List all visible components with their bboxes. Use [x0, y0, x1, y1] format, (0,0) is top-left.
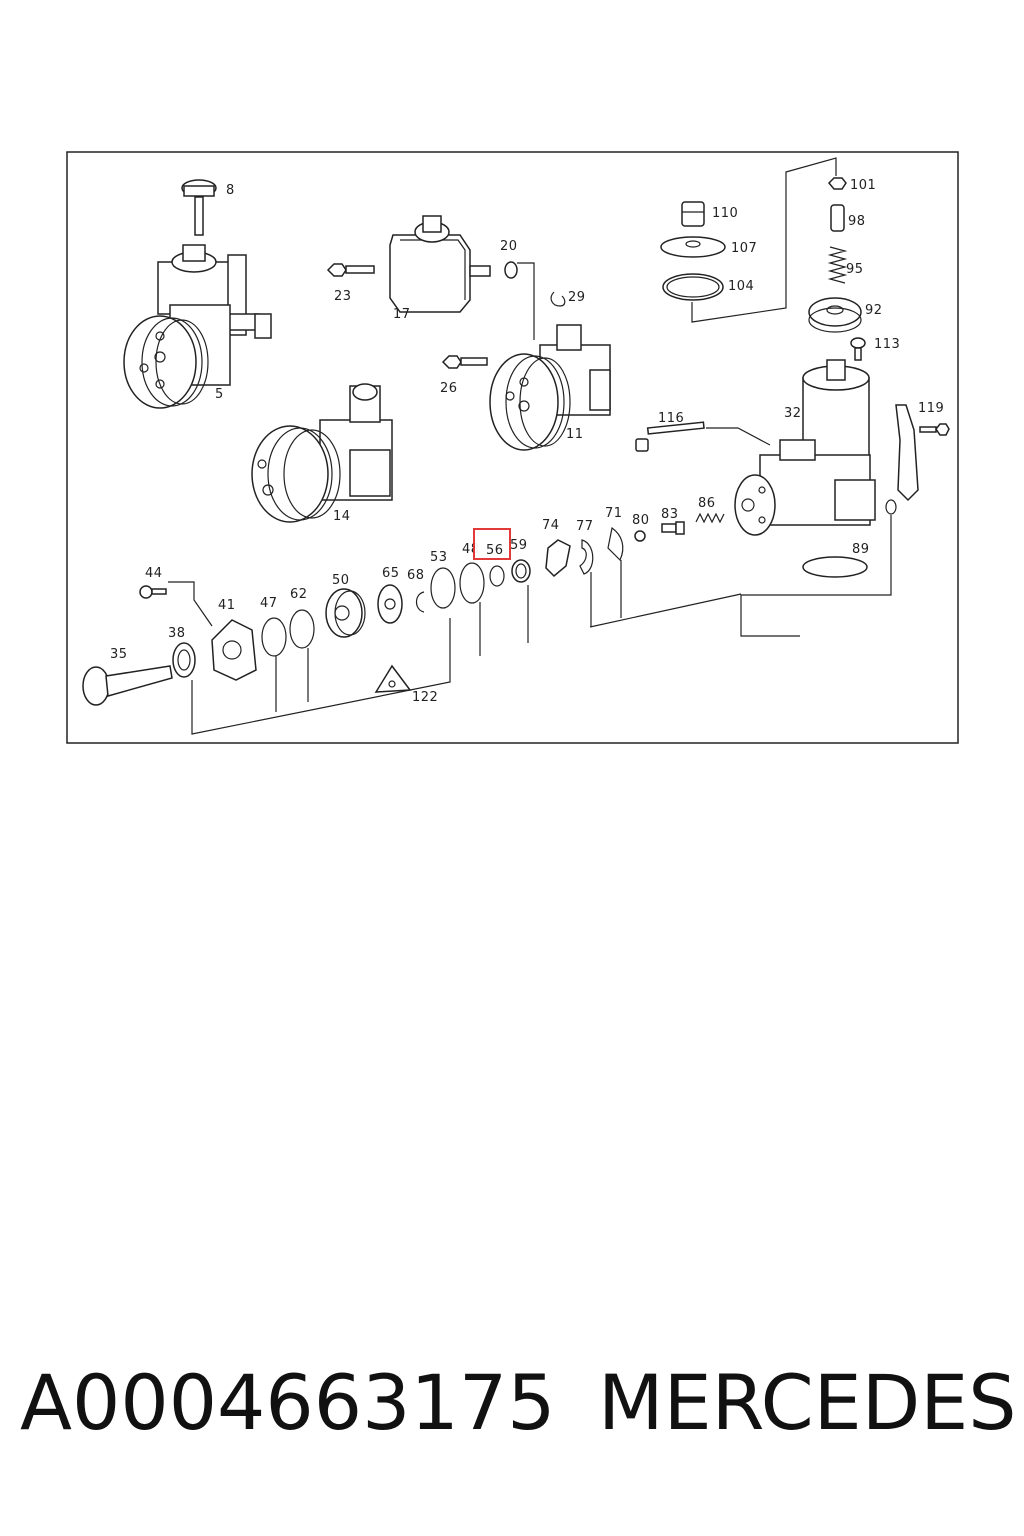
label-29: 29: [568, 290, 586, 305]
label-98: 98: [848, 214, 866, 229]
clip-77: [579, 539, 594, 575]
bolt-23: [326, 263, 375, 277]
label-74: 74: [542, 518, 560, 533]
label-14: 14: [333, 509, 351, 524]
label-95: 95: [846, 262, 864, 277]
pulley-92: [808, 297, 862, 333]
shaft-35: [82, 665, 173, 706]
label-5: 5: [215, 387, 224, 402]
spring-86: [695, 512, 725, 524]
pump-14: [251, 383, 393, 523]
label-104: 104: [728, 279, 754, 294]
label-59: 59: [510, 538, 528, 553]
label-110: 110: [712, 206, 738, 221]
bushing-59: [511, 559, 531, 583]
label-32: 32: [784, 406, 802, 421]
filter-98: [830, 204, 845, 232]
label-119: 119: [918, 401, 944, 416]
flange-41: [211, 619, 257, 681]
rotor-50: [325, 588, 366, 638]
label-71: 71: [605, 506, 623, 521]
clip-29: [550, 291, 566, 307]
label-56: 56: [486, 543, 504, 558]
cover-122: [374, 664, 412, 693]
label-44: 44: [145, 566, 163, 581]
label-38: 38: [168, 626, 186, 641]
label-77: 77: [576, 519, 594, 534]
seal-ring-47: [261, 617, 287, 657]
seal-ring-56: [489, 565, 505, 587]
vane-65: [377, 584, 403, 624]
label-116: 116: [658, 411, 684, 426]
label-65: 65: [382, 566, 400, 581]
label-83: 83: [661, 507, 679, 522]
seal-ring-53: [430, 567, 456, 609]
label-89: 89: [852, 542, 870, 557]
bolt-44: [139, 585, 167, 599]
label-17: 17: [393, 307, 411, 322]
bolt-119: [919, 423, 950, 436]
bolt-116: [635, 421, 705, 452]
label-26: 26: [440, 381, 458, 396]
label-107: 107: [731, 241, 757, 256]
label-47: 47: [260, 596, 278, 611]
cap-nut-110: [681, 201, 705, 227]
seal-ring-62: [289, 609, 315, 649]
plate-74: [545, 539, 571, 578]
washer-20: [504, 261, 518, 279]
label-11: 11: [566, 427, 584, 442]
label-53: 53: [430, 550, 448, 565]
seal-38: [172, 642, 196, 678]
nut-101: [827, 177, 847, 190]
gasket-104: [662, 273, 724, 301]
label-68: 68: [407, 568, 425, 583]
spring-95: [827, 246, 848, 284]
label-92: 92: [865, 303, 883, 318]
pump-32: [734, 359, 876, 536]
clip-71: [607, 526, 624, 562]
bolt-113: [850, 337, 866, 361]
bracket-119: [895, 404, 919, 502]
diagram-frame: [66, 151, 959, 744]
label-41: 41: [218, 598, 236, 613]
reservoir-17: [389, 215, 491, 313]
seal-ring-89: [802, 556, 868, 578]
brand-name: MERCEDES: [598, 1358, 1017, 1447]
seal-ring-89-small: [885, 499, 897, 515]
bolt-26: [441, 355, 488, 369]
seal-ring-48: [459, 562, 485, 604]
label-62: 62: [290, 587, 308, 602]
ball-80: [634, 530, 646, 542]
valve-83: [661, 521, 685, 535]
parts-diagram: 8 5 23 17 20 29 26 11: [66, 151, 959, 744]
label-101: 101: [850, 178, 876, 193]
label-122: 122: [412, 690, 438, 705]
label-86: 86: [698, 496, 716, 511]
label-8: 8: [226, 183, 235, 198]
label-23: 23: [334, 289, 352, 304]
leader-lines: [191, 560, 742, 735]
part-number: A0004663175: [20, 1358, 556, 1447]
label-80: 80: [632, 513, 650, 528]
disc-107: [660, 236, 726, 258]
pump-assembly-5: [123, 179, 272, 409]
pump-11: [489, 324, 611, 451]
highlight-box-56: [473, 528, 511, 560]
clip-68: [415, 591, 425, 613]
label-35: 35: [110, 647, 128, 662]
label-113: 113: [874, 337, 900, 352]
label-20: 20: [500, 239, 518, 254]
label-50: 50: [332, 573, 350, 588]
